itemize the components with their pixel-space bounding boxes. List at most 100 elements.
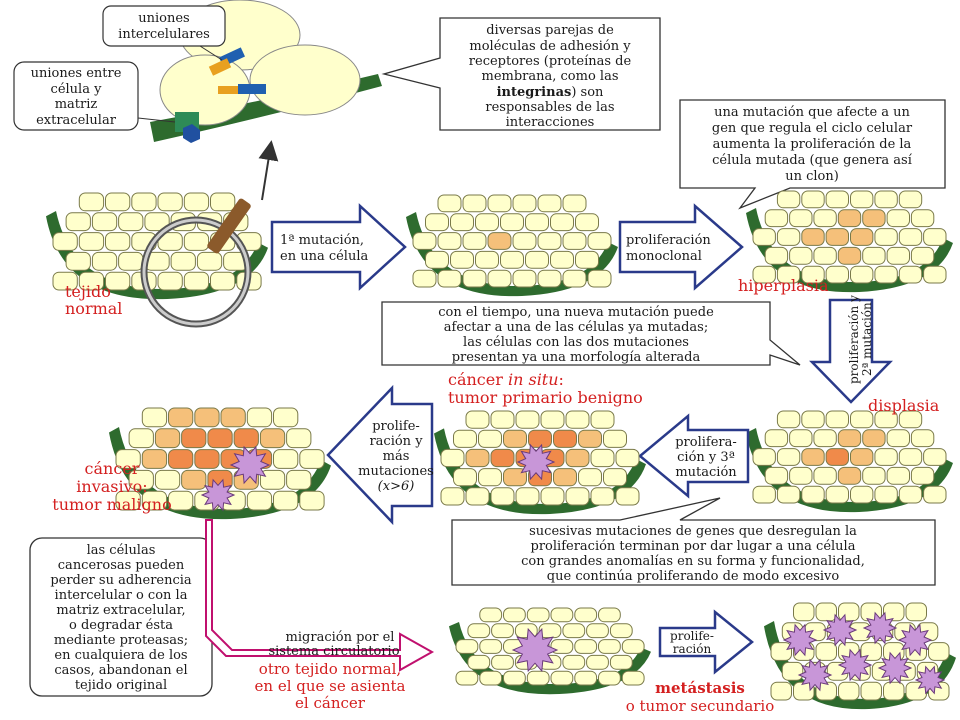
cell [874, 228, 898, 246]
arrow-proliferacion-monoclonal: proliferación monoclonal [618, 203, 744, 291]
tissue-otro-normal [449, 607, 651, 695]
cell [562, 654, 586, 670]
cell [246, 490, 273, 511]
tejido-normal-line-1: tejido [65, 282, 111, 301]
adherencia-line-4: intercelular o con la [55, 588, 188, 603]
cancer-cell [797, 658, 833, 692]
cell [131, 192, 157, 212]
cell [450, 250, 474, 269]
cell [874, 448, 898, 466]
label-cancer-in-situ: cáncer in situ: [448, 370, 564, 389]
cell [923, 265, 947, 284]
cell [65, 212, 91, 232]
cell [781, 661, 804, 681]
cell [764, 429, 789, 448]
metastasis-line-1: metástasis [655, 679, 745, 697]
cancer-cell [782, 623, 818, 657]
final-prolif-line-2: ración [673, 642, 712, 656]
cell [923, 448, 947, 466]
cell [565, 448, 590, 468]
cell [181, 469, 207, 490]
cell [586, 654, 609, 670]
matriz-line-4: extracelular [36, 113, 117, 128]
cell [910, 429, 935, 448]
cell [515, 410, 540, 429]
integrinas-rest: ) son [571, 85, 604, 100]
adhesion-molecule-4 [218, 86, 238, 94]
cell [793, 602, 815, 622]
cell [776, 190, 801, 209]
cell [886, 209, 910, 228]
cell [487, 194, 512, 213]
cell [478, 429, 502, 448]
cell [898, 448, 923, 466]
cell [487, 232, 512, 250]
cell [752, 228, 776, 246]
cell [874, 190, 898, 209]
cell [128, 428, 154, 449]
cell [553, 429, 577, 448]
cancer-cell [914, 665, 946, 695]
cell [491, 623, 514, 639]
cell [764, 246, 789, 265]
cancer-cell [200, 478, 236, 512]
matrix-hexagon [183, 124, 200, 143]
cell [181, 428, 207, 449]
cell [789, 246, 813, 265]
cell [898, 410, 923, 429]
cell [490, 487, 515, 506]
cell [440, 487, 465, 506]
cell [575, 213, 599, 232]
cell [752, 485, 776, 504]
gen-line-3: aumenta la proliferación de la [713, 137, 912, 152]
cell [789, 429, 813, 448]
cell [528, 429, 552, 448]
cell [78, 271, 105, 291]
cell [78, 232, 105, 251]
mas-line-2: ración y [369, 434, 423, 449]
cell [540, 410, 565, 429]
otro-line-3: el cáncer [295, 694, 366, 712]
cell [512, 232, 537, 250]
tissue-metastasis [764, 602, 956, 710]
cell [776, 265, 801, 284]
cell [503, 607, 526, 623]
cell [465, 448, 490, 468]
cell [154, 469, 181, 490]
tissue-cancer-in-situ [434, 410, 646, 515]
cell [801, 485, 825, 504]
sucesivas-line-3: con grandes anomalías en su forma y func… [521, 554, 865, 569]
gen-line-2: gen que regula el ciclo celular [712, 121, 913, 136]
cell [450, 213, 474, 232]
cancer-cell [822, 613, 858, 647]
tercera-line-3: mutación [675, 465, 737, 480]
cell [479, 670, 503, 686]
cell [813, 466, 837, 485]
invasivo-line-1: cáncer [85, 459, 140, 478]
tissue-first-mutation [406, 194, 618, 297]
cell [65, 251, 91, 271]
cell [850, 190, 874, 209]
cell [837, 209, 862, 228]
cell [910, 246, 935, 265]
segunda-line-2: 2ª mutación [860, 302, 874, 376]
cell [813, 209, 837, 228]
cell [898, 190, 923, 209]
otro-line-1: otro tejido normal, [259, 660, 401, 678]
cell [105, 232, 131, 251]
mas-line-4: mutaciones [358, 464, 434, 479]
adherencia-line-9: casos, abandonan el [54, 663, 187, 678]
cell [465, 410, 490, 429]
cell [565, 410, 590, 429]
primera-line-1: 1ª mutación, [280, 233, 364, 248]
cell [440, 448, 465, 468]
gen-line-5: un clon) [785, 169, 839, 184]
nueva-line-2: afectar a una de las células ya mutadas; [444, 320, 708, 335]
cell [898, 485, 923, 504]
cell [259, 469, 286, 490]
cell [491, 654, 514, 670]
cell [118, 251, 144, 271]
arrow-proliferacion-final: prolife- ración [658, 609, 754, 675]
cell [862, 246, 886, 265]
adherencia-line-6: o degradar ésta [69, 618, 173, 633]
